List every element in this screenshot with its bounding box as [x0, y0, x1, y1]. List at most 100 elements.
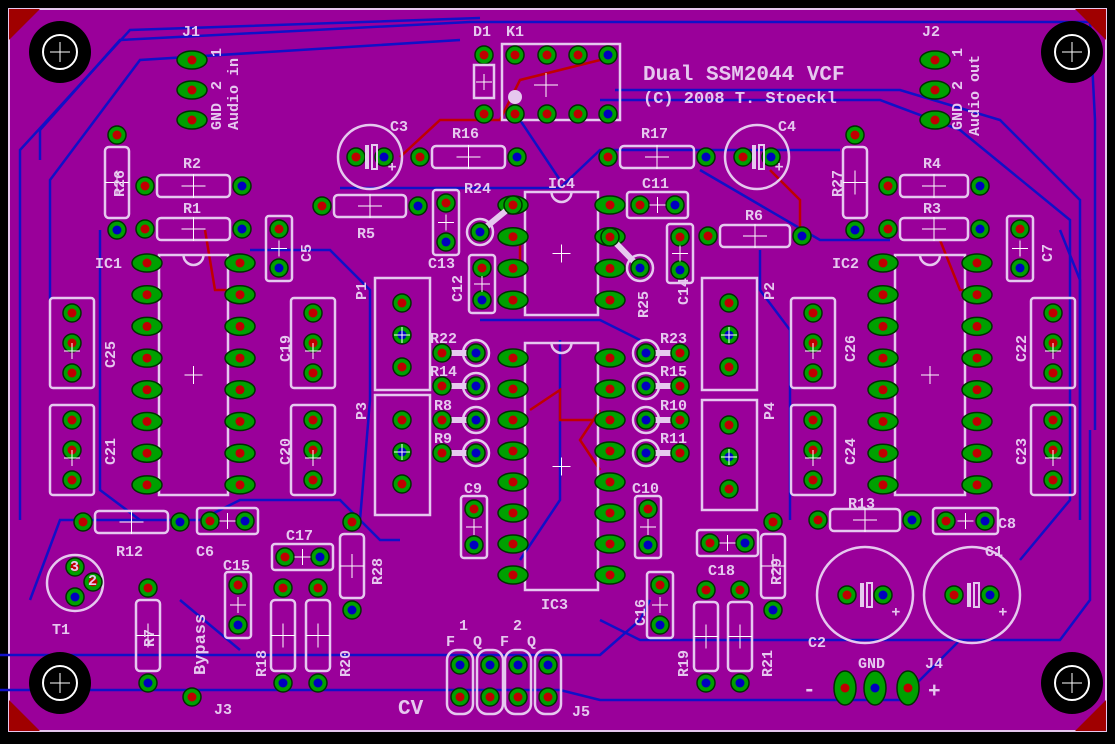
bottom-trace — [28, 498, 400, 601]
drill-hole — [603, 152, 613, 162]
label-c21: C21 — [103, 438, 120, 465]
drill-hole — [870, 683, 880, 693]
drill-hole — [850, 225, 860, 235]
j5 — [445, 648, 563, 716]
trimmer-outline — [700, 276, 759, 392]
label-c6: C6 — [196, 544, 214, 561]
drill-hole — [441, 237, 451, 247]
c4: + — [723, 123, 791, 191]
label-c24: C24 — [843, 438, 860, 465]
label-c13: C13 — [428, 256, 455, 273]
mounting-hole — [29, 21, 91, 83]
c22 — [1029, 296, 1077, 390]
resistor-body — [625, 253, 655, 283]
drill-hole — [70, 592, 80, 602]
bottom-trace — [0, 599, 652, 657]
drill-hole — [397, 298, 407, 308]
drill-hole — [1015, 263, 1025, 273]
c17 — [270, 542, 335, 572]
drill-hole — [808, 475, 818, 485]
bottom-trace — [48, 38, 461, 300]
p1 — [373, 276, 432, 392]
drill-hole — [972, 417, 982, 426]
r1 — [135, 216, 252, 242]
bottom-trace — [18, 16, 481, 520]
capacitor-outline — [459, 494, 489, 560]
c10 — [633, 494, 663, 560]
drill-hole — [930, 115, 940, 125]
drill-hole — [313, 583, 323, 593]
electrolytic-outline — [723, 123, 791, 191]
label-r10: R10 — [660, 398, 687, 415]
capacitor-outline — [289, 296, 337, 390]
j1 — [176, 50, 208, 130]
relay-outline — [500, 42, 622, 122]
board-title: Dual SSM2044 VCF — [643, 64, 845, 87]
drill-hole — [808, 415, 818, 425]
j5-f2-label: F — [500, 634, 509, 651]
drill-hole — [274, 224, 284, 234]
drill-hole — [635, 200, 645, 210]
r26 — [103, 125, 131, 240]
drill-hole — [347, 517, 357, 527]
label-r9: R9 — [434, 431, 452, 448]
drill-hole — [441, 198, 451, 208]
drill-hole — [347, 605, 357, 615]
drill-hole — [605, 295, 615, 305]
resistor-body — [461, 371, 491, 401]
drill-hole — [605, 263, 615, 273]
label-p3: P3 — [354, 402, 371, 420]
p4 — [700, 398, 759, 512]
r3 — [878, 216, 990, 242]
r2 — [135, 173, 252, 199]
r5 — [312, 193, 428, 219]
trimmer-outline — [373, 276, 432, 392]
label-c15: C15 — [223, 558, 250, 575]
drill-hole — [878, 258, 888, 268]
drill-hole — [878, 321, 888, 331]
drill-hole — [469, 504, 479, 514]
label-ic2: IC2 — [832, 256, 859, 273]
drill-hole — [508, 232, 518, 242]
capacitor-outline — [633, 494, 663, 560]
drill-hole — [878, 480, 888, 490]
j4-minus-label: - — [803, 680, 816, 703]
drill-hole — [1048, 415, 1058, 425]
drill-hole — [883, 181, 893, 191]
drill-hole — [140, 181, 150, 191]
drill-hole — [175, 517, 185, 527]
capacitor-outline — [695, 528, 760, 558]
mounting-hole — [1041, 652, 1103, 714]
drill-hole — [313, 678, 323, 688]
r8 — [432, 405, 491, 435]
label-r26: R26 — [112, 170, 129, 197]
c2: + — [815, 545, 915, 645]
c20 — [289, 403, 337, 497]
r10 — [631, 405, 690, 435]
label-r18: R18 — [254, 650, 271, 677]
label-c9: C9 — [464, 481, 482, 498]
drill-hole — [808, 308, 818, 318]
label-r17: R17 — [641, 126, 668, 143]
label-ic3: IC3 — [541, 597, 568, 614]
drill-hole — [235, 258, 245, 268]
drill-hole — [605, 415, 615, 425]
drill-hole — [735, 585, 745, 595]
drill-hole — [724, 484, 734, 494]
label-c7: C7 — [1040, 244, 1057, 262]
drill-hole — [508, 384, 518, 394]
drill-hole — [740, 538, 750, 548]
r13 — [808, 507, 922, 533]
k1 — [500, 42, 622, 124]
ic-outline — [893, 253, 967, 497]
drill-hole — [605, 570, 615, 580]
drill-hole — [605, 232, 615, 242]
drill-hole — [112, 130, 122, 140]
drill-hole — [235, 385, 245, 395]
ic1 — [131, 253, 256, 497]
label-r27: R27 — [830, 170, 847, 197]
corner-marker — [9, 700, 40, 731]
drill-hole — [187, 692, 197, 702]
drill-hole — [143, 583, 153, 593]
